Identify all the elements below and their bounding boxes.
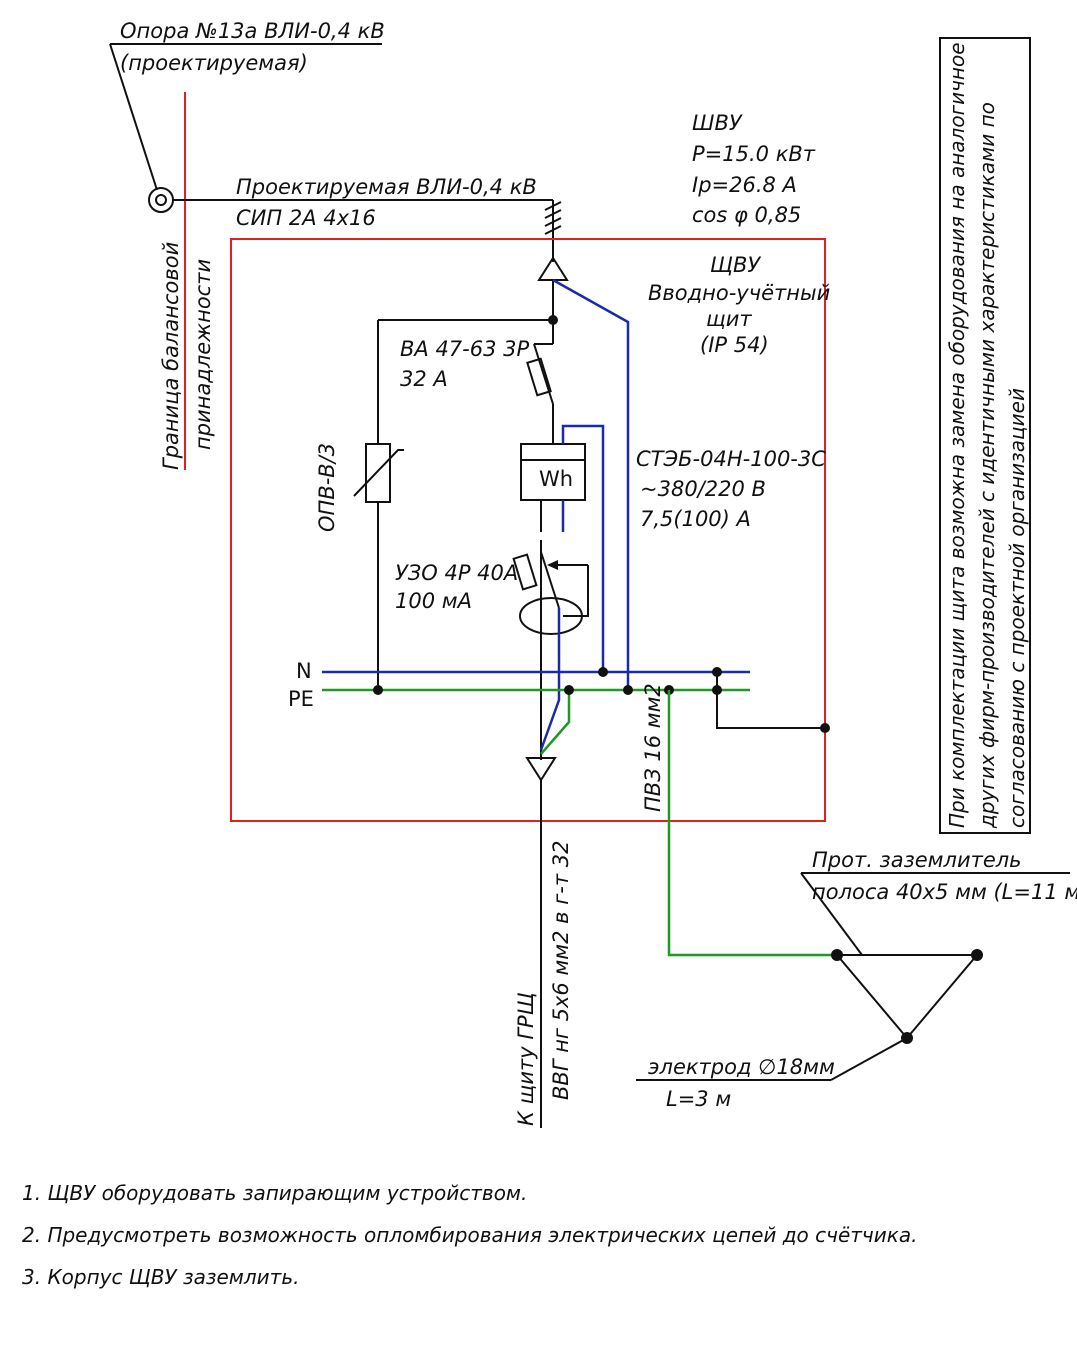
- side-note-line-2: других фирм-производителей с идентичными…: [975, 102, 999, 829]
- electrode-label-2: L=3 м: [666, 1087, 731, 1111]
- panel-type-2: щит: [706, 307, 752, 331]
- load-name: ШВУ: [692, 111, 743, 135]
- pe-bus-label: PE: [288, 687, 314, 711]
- breaker-label-2: 32 А: [400, 367, 448, 391]
- note-3: 3. Корпус ЩВУ заземлить.: [22, 1265, 299, 1289]
- pe-conductor: ПВЗ 16 мм2: [641, 683, 837, 957]
- panel-type: Вводно-учётный: [648, 281, 830, 305]
- panel-name: ЩВУ: [710, 253, 761, 277]
- incoming-line-label-1: Проектируемая ВЛИ-0,4 кВ: [236, 175, 537, 199]
- meter-voltage: ~380/220 В: [640, 477, 766, 501]
- pole-sublabel: (проектируемая): [120, 51, 308, 75]
- pe-conductor-label: ПВЗ 16 мм2: [641, 683, 665, 812]
- breaker-label-1: ВА 47-63 3Р: [400, 337, 530, 361]
- general-notes: 1. ЩВУ оборудовать запирающим устройство…: [22, 1181, 917, 1289]
- meter-model: СТЭБ-04Н-100-3С: [636, 447, 826, 471]
- output-cable-label-2: ВВГ нг 5х6 мм2 в г-т 32: [549, 841, 573, 1100]
- load-parameters: ШВУ Р=15.0 кВт Iр=26.8 А cos φ 0,85: [692, 111, 816, 227]
- boundary-label-1: Граница балансовой: [159, 242, 183, 470]
- panel-label: ЩВУ Вводно-учётный щит (IP 54): [648, 253, 830, 357]
- earthing-label-2: полоса 40х5 мм (L=11 м): [812, 880, 1077, 904]
- incoming-line-label-2: СИП 2А 4х16: [236, 206, 376, 230]
- load-current: Iр=26.8 А: [692, 173, 797, 197]
- note-1: 1. ЩВУ оборудовать запирающим устройство…: [22, 1181, 527, 1205]
- n-bus: N: [296, 659, 750, 683]
- surge-arrester-label: ОПВ-В/3: [315, 443, 339, 532]
- panel-ip: (IP 54): [700, 333, 769, 357]
- load-cos: cos φ 0,85: [692, 203, 801, 227]
- side-note-line-3: согласованию с проектной организацией: [1005, 388, 1029, 828]
- rcd-label-2: 100 мА: [395, 589, 472, 613]
- earthing-label-1: Прот. заземлитель: [812, 848, 1022, 872]
- meter-symbol: Wh: [539, 467, 573, 491]
- load-power: Р=15.0 кВт: [692, 142, 816, 166]
- incoming-line: Проектируемая ВЛИ-0,4 кВ СИП 2А 4х16: [173, 175, 562, 262]
- output-cable: К щиту ГРЩ ВВГ нг 5х6 мм2 в г-т 32: [514, 757, 573, 1128]
- panel-enclosure: [230, 238, 826, 822]
- output-cable-label-1: К щиту ГРЩ: [514, 992, 538, 1126]
- n-bus-label: N: [296, 659, 312, 683]
- circuit-breaker: ВА 47-63 3Р 32 А: [400, 320, 554, 444]
- electricity-meter: Wh СТЭБ-04Н-100-3С ~380/220 В 7,5(100) А: [520, 424, 826, 672]
- meter-current: 7,5(100) А: [640, 507, 751, 531]
- rcd: УЗО 4Р 40А 100 мА: [395, 540, 589, 760]
- surge-arrester: ОПВ-В/3: [315, 443, 404, 690]
- pole-symbol: [148, 187, 174, 213]
- pe-bus: PE: [288, 685, 750, 711]
- pole-label: Опора №13а ВЛИ-0,4 кВ: [120, 19, 385, 43]
- electrode-label-1: электрод ∅18мм: [648, 1055, 835, 1079]
- side-note: При комплектации щита возможна замена об…: [939, 37, 1031, 834]
- pole-callout: Опора №13а ВЛИ-0,4 кВ (проектируемая): [109, 19, 385, 191]
- side-note-line-1: При комплектации щита возможна замена об…: [945, 42, 969, 828]
- note-2: 2. Предусмотреть возможность опломбирова…: [22, 1223, 917, 1247]
- boundary-label-2: принадлежности: [191, 259, 215, 450]
- earthing-electrode: Прот. заземлитель полоса 40х5 мм (L=11 м…: [636, 848, 1077, 1111]
- rcd-label-1: УЗО 4Р 40А: [395, 561, 518, 585]
